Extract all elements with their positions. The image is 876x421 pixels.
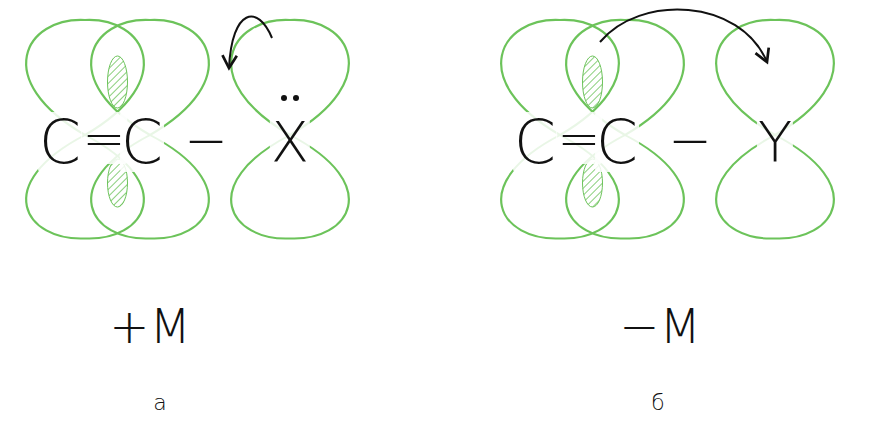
overlap-hatch	[108, 56, 128, 108]
single-bond: −	[668, 114, 712, 166]
overlap-hatch	[583, 56, 603, 108]
effect-label: −M	[619, 302, 701, 350]
p-orbital	[716, 20, 834, 239]
lone-pair-dot	[293, 95, 299, 101]
substituent-symbol: Y	[757, 114, 793, 170]
curved-arrow	[600, 10, 767, 62]
lone-pair-dot	[281, 95, 287, 101]
atom-symbol: C	[120, 112, 164, 172]
panel-letter: б	[651, 392, 664, 414]
p-orbital	[231, 20, 349, 239]
atom-symbol: C	[513, 112, 557, 172]
substituent-symbol: X	[270, 114, 310, 170]
curved-arrow	[229, 17, 272, 68]
atom-symbol: C	[38, 112, 82, 172]
panel-letter: а	[153, 392, 166, 414]
single-bond: −	[184, 114, 228, 166]
atom-symbol: C	[595, 112, 639, 172]
effect-label: +M	[109, 302, 191, 350]
